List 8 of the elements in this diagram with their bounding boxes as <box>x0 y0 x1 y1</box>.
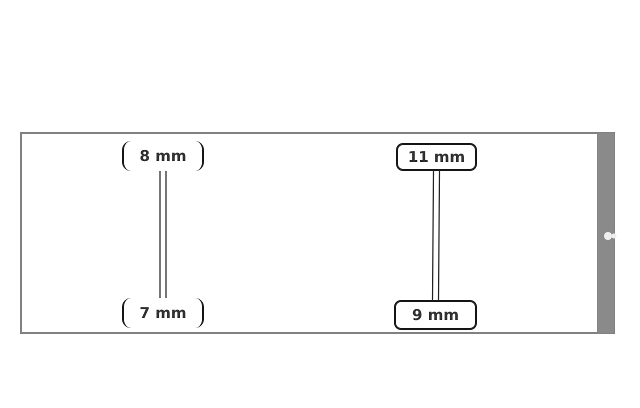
tag-filament <box>432 170 440 301</box>
tag-bar <box>396 143 477 171</box>
tag-filament <box>159 170 167 299</box>
size-label: 7 mm <box>140 304 186 322</box>
size-label: 9 mm <box>412 306 459 324</box>
tag-bar <box>394 300 477 330</box>
size-label: 11 mm <box>408 148 466 166</box>
size-label: 8 mm <box>140 147 186 165</box>
